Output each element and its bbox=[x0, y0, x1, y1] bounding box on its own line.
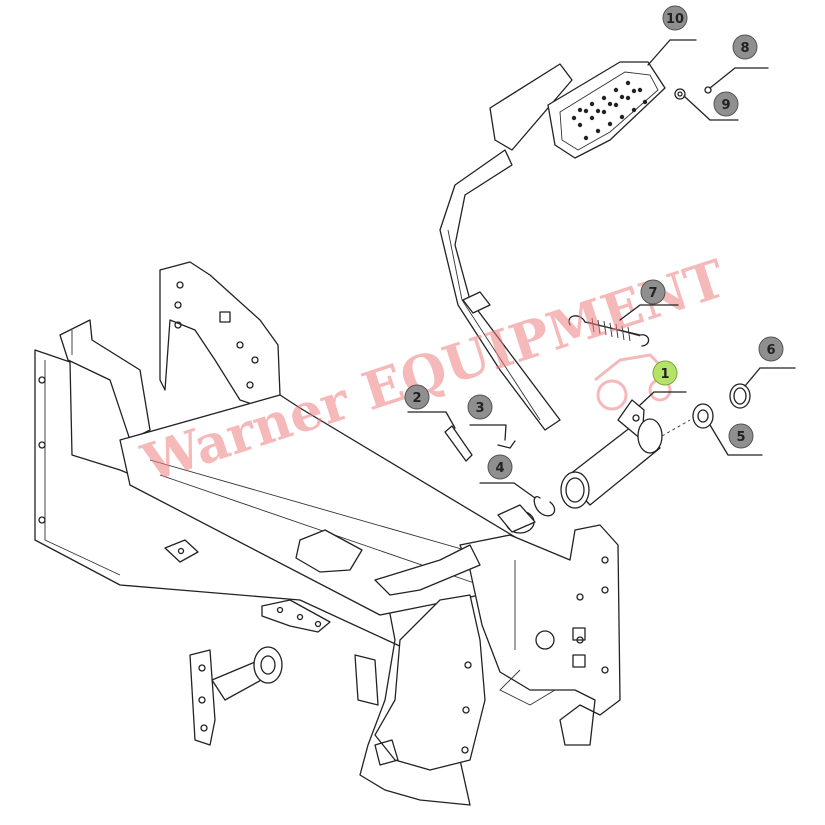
callout-label: 9 bbox=[721, 98, 730, 113]
tension-spring bbox=[568, 315, 650, 347]
pedal-pad bbox=[547, 61, 666, 159]
callout-label: 8 bbox=[740, 41, 749, 56]
callout-label: 1 bbox=[660, 367, 669, 382]
callout-7[interactable]: 7 bbox=[640, 279, 666, 305]
dashed-assembly-line bbox=[661, 419, 691, 437]
leader-lines bbox=[407, 39, 796, 499]
callout-label: 4 bbox=[495, 461, 504, 476]
pedal-tread-pattern bbox=[571, 80, 648, 141]
callout-label: 10 bbox=[666, 12, 684, 27]
callout-2[interactable]: 2 bbox=[404, 384, 430, 410]
callout-label: 3 bbox=[475, 401, 484, 416]
pin bbox=[444, 425, 473, 462]
washer bbox=[692, 403, 714, 429]
main-frame bbox=[34, 261, 621, 806]
callout-label: 5 bbox=[736, 430, 745, 445]
small-bolt bbox=[704, 86, 712, 94]
callout-label: 7 bbox=[648, 286, 657, 301]
callout-8[interactable]: 8 bbox=[732, 34, 758, 60]
callout-10[interactable]: 10 bbox=[662, 5, 688, 31]
pivot-tube bbox=[560, 399, 663, 509]
callout-4[interactable]: 4 bbox=[487, 454, 513, 480]
callout-1[interactable]: 1 bbox=[652, 360, 678, 386]
cotter-pin bbox=[497, 440, 516, 449]
snap-ring bbox=[729, 383, 751, 409]
callout-3[interactable]: 3 bbox=[467, 394, 493, 420]
retaining-clip bbox=[533, 496, 556, 517]
callout-label: 6 bbox=[766, 343, 775, 358]
small-washer bbox=[674, 88, 686, 100]
callout-label: 2 bbox=[412, 391, 421, 406]
pedal-arm bbox=[439, 63, 573, 431]
callout-9[interactable]: 9 bbox=[713, 91, 739, 117]
callout-6[interactable]: 6 bbox=[758, 336, 784, 362]
callout-5[interactable]: 5 bbox=[728, 423, 754, 449]
